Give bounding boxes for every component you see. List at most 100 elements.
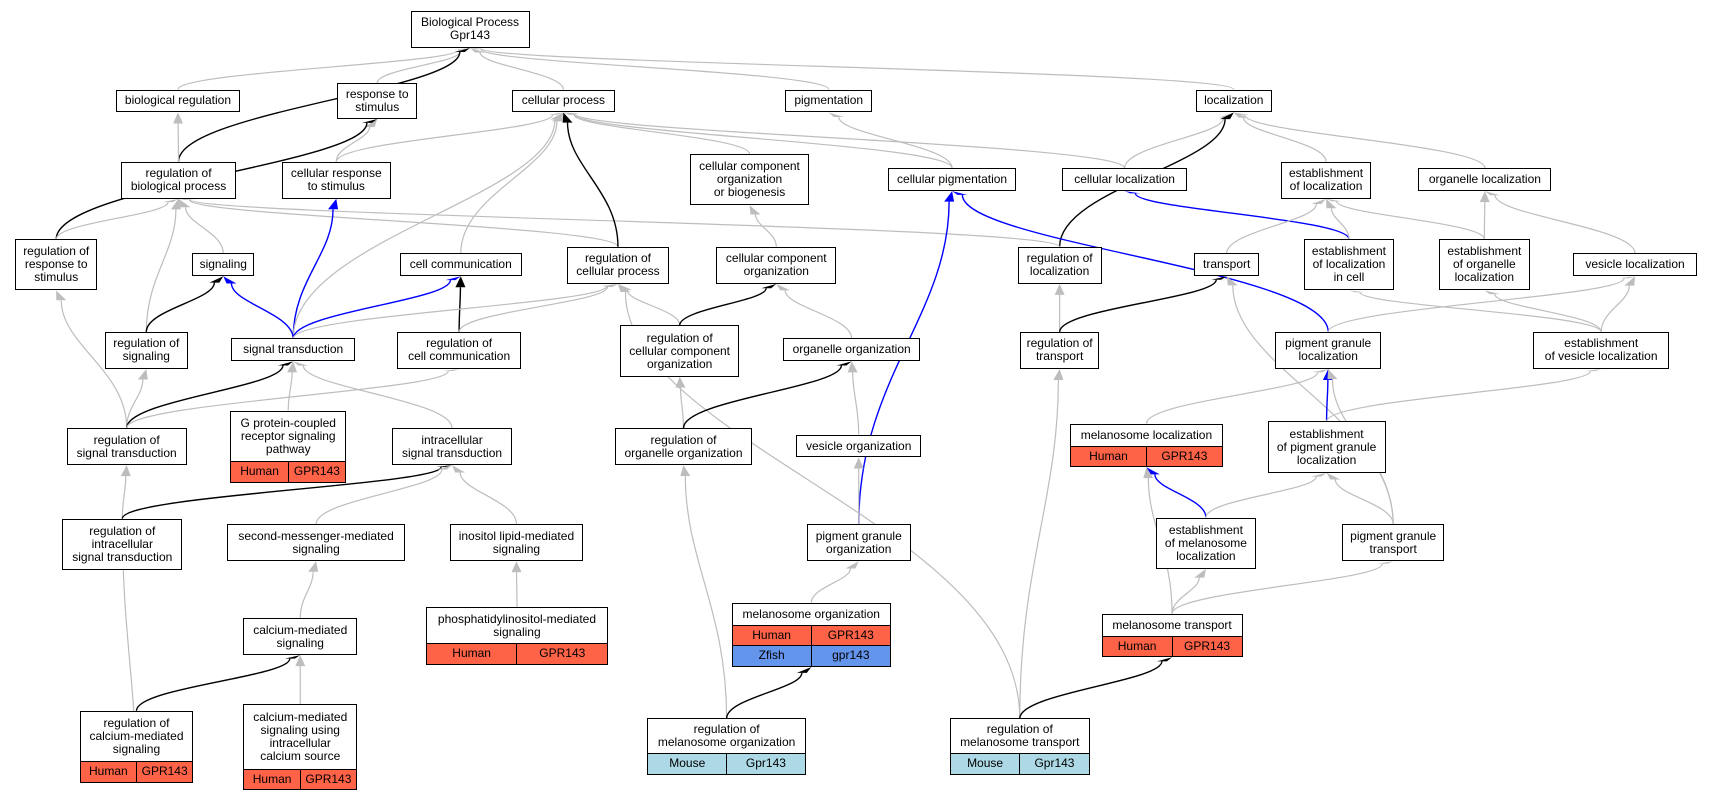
node-cellular-response-to-stimulus[interactable]: cellular response to stimulus — [281, 161, 391, 199]
arrowhead — [455, 276, 466, 288]
node-pigment-granule-localization[interactable]: pigment granule localization — [1275, 331, 1382, 370]
arrowhead — [853, 457, 864, 469]
gene-label: GPR143 — [135, 762, 192, 782]
node-inositol-lipid-mediated-signaling[interactable]: inositol lipid-mediated signaling — [449, 524, 584, 562]
node-establishment-of-localization-in-cell[interactable]: establishment of localization in cell — [1303, 239, 1395, 291]
node-establishment-of-melanosome-localization[interactable]: establishment of melanosome localization — [1156, 517, 1256, 569]
node-signal-transduction[interactable]: signal transduction — [231, 338, 355, 362]
node-pigment-granule-organization[interactable]: pigment granule organization — [806, 524, 911, 562]
node-vesicle-organization[interactable]: vesicle organization — [795, 434, 922, 458]
node-regulation-of-organelle-organization[interactable]: regulation of organelle organization — [614, 428, 753, 466]
arrowhead — [562, 112, 573, 123]
node-localization[interactable]: localization — [1195, 89, 1272, 113]
arrowhead — [1054, 283, 1065, 295]
edge-regulation-of-signaling-to-signaling — [145, 282, 216, 333]
gene-label: GPR143 — [1145, 446, 1222, 467]
arrowhead — [675, 376, 686, 388]
arrowhead — [1226, 276, 1238, 286]
arrowhead — [470, 48, 487, 49]
arrowhead — [1484, 191, 1501, 196]
gene-label: GPR143 — [287, 461, 345, 482]
node-second-messenger-mediated-signaling[interactable]: second-messenger-mediated signaling — [227, 524, 406, 562]
arrowhead — [454, 48, 471, 52]
node-cellular-localization[interactable]: cellular localization — [1062, 168, 1187, 192]
edge-organelle-organization-to-cellular-component-organization — [784, 290, 853, 339]
node-regulation-of-biological-process[interactable]: regulation of biological process — [121, 161, 236, 199]
node-vesicle-localization[interactable]: vesicle localization — [1573, 253, 1697, 277]
node-regulation-of-signaling[interactable]: regulation of signaling — [104, 331, 188, 370]
edge-regulation-of-cellular-process-to-cellular-process — [566, 122, 619, 247]
node-intracellular-signal-transduction[interactable]: intracellular signal transduction — [391, 428, 513, 466]
edge-cellular-pigmentation-to-pigmentation — [838, 116, 953, 169]
node-regulation-of-cellular-component-organization[interactable]: regulation of cellular component organiz… — [620, 325, 740, 377]
edge-regulation-of-organelle-organization-to-regulation-of-cellular-component-organization — [679, 387, 685, 429]
arrowhead — [1484, 290, 1500, 295]
edge-cellular-component-organization-to-cellular-component-organization-or-biogenesis — [754, 214, 777, 247]
node-response-to-stimulus[interactable]: response to stimulus — [337, 82, 418, 119]
arrowhead — [836, 361, 852, 366]
edge-regulation-of-melanosome-organization-to-melanosome-organization — [725, 672, 803, 719]
edge-melanosome-organization-to-pigment-granule-organization — [810, 568, 852, 603]
node-melanosome-organization[interactable]: melanosome organization — [731, 602, 891, 626]
node-regulation-of-signal-transduction[interactable]: regulation of signal transduction — [66, 428, 187, 466]
edge-regulation-of-response-to-stimulus-to-regulation-of-biological-process — [55, 201, 169, 240]
gene-label: Gpr143 — [1019, 754, 1088, 775]
node-signaling[interactable]: signaling — [192, 253, 255, 277]
arrowhead — [602, 283, 618, 286]
node-regulation-of-cell-communication[interactable]: regulation of cell communication — [397, 331, 521, 370]
node-organelle-localization[interactable]: organelle localization — [1418, 168, 1552, 192]
node-melanosome-localization[interactable]: melanosome localization — [1070, 423, 1223, 447]
node-regulation-of-intracellular-signal-transduction[interactable]: regulation of intracellular signal trans… — [62, 518, 183, 570]
edge-inositol-lipid-mediated-signaling-to-intracellular-signal-transduction — [459, 472, 518, 525]
node-regulation-of-melanosome-organization[interactable]: regulation of melanosome organization — [647, 718, 806, 755]
edge-signal-transduction-to-cellular-response-to-stimulus — [292, 209, 334, 339]
node-establishment-of-pigment-granule-localization[interactable]: establishment of pigment granule localiz… — [1267, 421, 1386, 473]
edge-establishment-of-vesicle-localization-to-establishment-of-localization-in-cell — [1359, 291, 1602, 333]
node-biological-regulation[interactable]: biological regulation — [115, 89, 241, 113]
node-cellular-process[interactable]: cellular process — [512, 89, 615, 113]
node-cell-communication[interactable]: cell communication — [399, 253, 522, 277]
arrowhead — [1311, 472, 1327, 477]
edge-gpcr-signaling-pathway-to-signal-transduction — [287, 372, 293, 411]
arrowhead — [1326, 472, 1341, 480]
node-melanosome-transport[interactable]: melanosome transport — [1101, 613, 1243, 637]
edge-establishment-of-melanosome-localization-to-establishment-of-pigment-granule-localization — [1205, 476, 1317, 518]
node-calcium-mediated-signaling-using-intracellular-calcium-source[interactable]: calcium-mediated signaling using intrace… — [243, 704, 358, 770]
arrowhead — [1377, 561, 1394, 564]
node-pigmentation[interactable]: pigmentation — [785, 89, 873, 113]
node-regulation-of-localization[interactable]: regulation of localization — [1017, 246, 1102, 284]
arrowhead — [120, 465, 131, 477]
node-regulation-of-melanosome-transport[interactable]: regulation of melanosome transport — [949, 718, 1090, 755]
node-regulation-of-transport[interactable]: regulation of transport — [1019, 331, 1100, 370]
arrowhead — [470, 48, 486, 53]
arrowhead — [1194, 568, 1206, 578]
arrowhead — [563, 112, 580, 114]
node-establishment-of-localization[interactable]: establishment of localization — [1280, 161, 1372, 199]
gene-label: GPR143 — [516, 644, 607, 664]
node-establishment-of-organelle-localization[interactable]: establishment of organelle localization — [1439, 239, 1530, 291]
species-label: Human — [1089, 448, 1128, 463]
node-pigment-granule-transport[interactable]: pigment granule transport — [1341, 524, 1445, 562]
arrowhead — [295, 655, 306, 667]
node-cellular-pigmentation[interactable]: cellular pigmentation — [887, 168, 1017, 192]
node-bp[interactable]: Biological Process Gpr143 — [410, 10, 530, 49]
node-cellular-component-organization[interactable]: cellular component organization — [716, 246, 837, 284]
node-organelle-organization[interactable]: organelle organization — [782, 338, 921, 362]
edge-biological-regulation-to-bp — [177, 49, 460, 91]
edge-pigment-granule-localization-to-cellular-pigmentation — [961, 194, 1329, 332]
node-calcium-mediated-signaling[interactable]: calcium-mediated signaling — [243, 617, 358, 656]
node-cellular-component-organization-or-biogenesis[interactable]: cellular component organization or bioge… — [690, 153, 810, 206]
node-transport[interactable]: transport — [1194, 253, 1259, 277]
edge-regulation-of-cellular-process-to-regulation-of-biological-process — [188, 199, 619, 248]
node-phosphatidylinositol-mediated-signaling[interactable]: phosphatidylinositol-mediated signaling — [425, 607, 609, 645]
edge-cellular-localization-to-localization — [1123, 117, 1225, 169]
arrowhead — [454, 48, 471, 50]
node-regulation-of-response-to-stimulus[interactable]: regulation of response to stimulus — [15, 239, 98, 291]
arrowhead — [1348, 290, 1365, 293]
node-regulation-of-cellular-process[interactable]: regulation of cellular process — [566, 246, 670, 284]
node-gpcr-signaling-pathway[interactable]: G protein-coupled receptor signaling pat… — [230, 410, 347, 462]
node-regulation-of-calcium-mediated-signaling[interactable]: regulation of calcium-mediated signaling — [79, 710, 194, 763]
node-establishment-of-vesicle-localization[interactable]: establishment of vesicle localization — [1532, 331, 1670, 370]
species-label: Human — [452, 646, 491, 661]
